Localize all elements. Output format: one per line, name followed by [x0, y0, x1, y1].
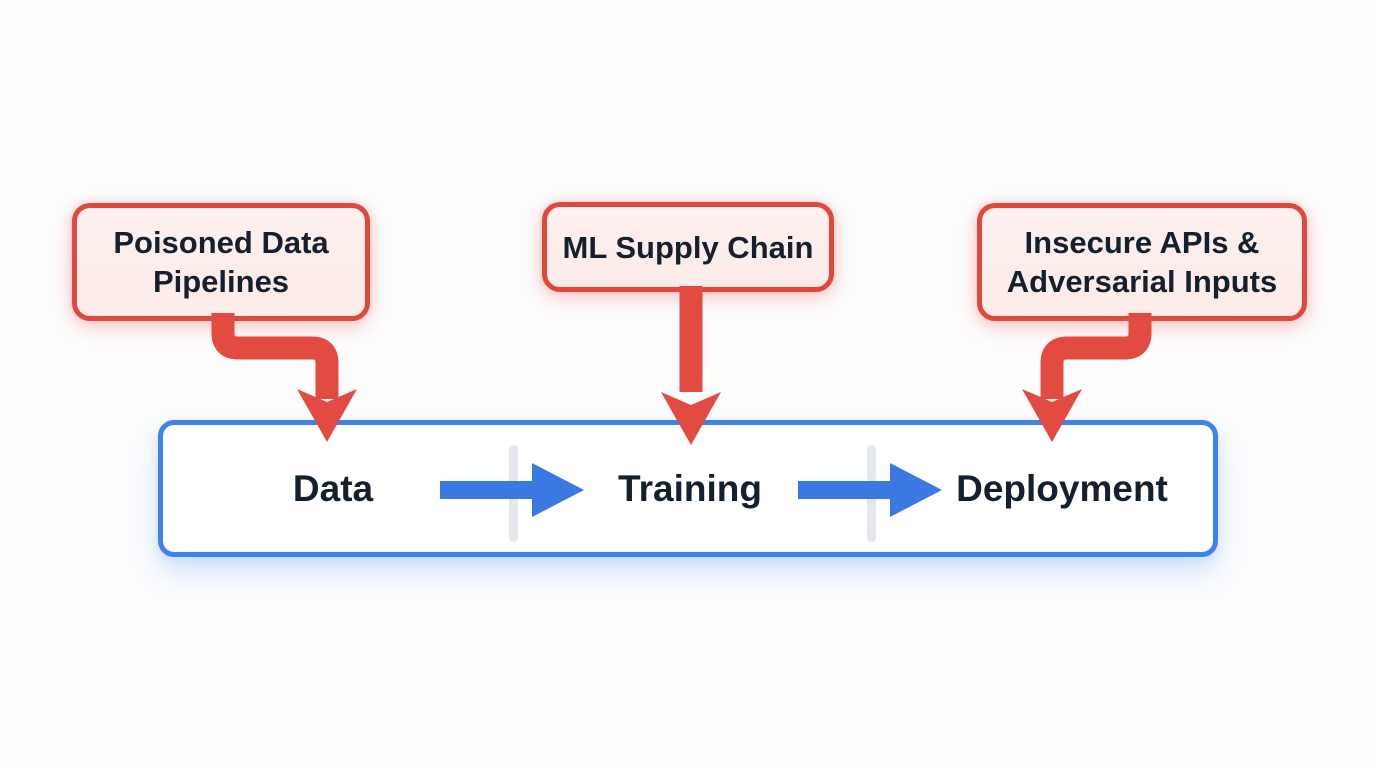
- threat-label-ml-supply-chain: ML Supply Chain: [562, 229, 814, 265]
- threat-label-insecure-apis: Insecure APIs & Adversarial Inputs: [1006, 225, 1278, 299]
- threat-box-insecure-apis: Insecure APIs & Adversarial Inputs: [977, 203, 1307, 321]
- stage-label-data: Data: [292, 468, 374, 509]
- stage-divider: [509, 445, 518, 542]
- threat-box-ml-supply-chain: ML Supply Chain: [542, 202, 834, 292]
- stage-divider: [867, 445, 876, 542]
- stage-label-deployment: Deployment: [956, 468, 1168, 509]
- threat-box-poisoned-data: Poisoned Data Pipelines: [72, 203, 370, 321]
- threat-label-poisoned-data: Poisoned Data Pipelines: [113, 225, 329, 299]
- stage-label-training: Training: [618, 468, 762, 509]
